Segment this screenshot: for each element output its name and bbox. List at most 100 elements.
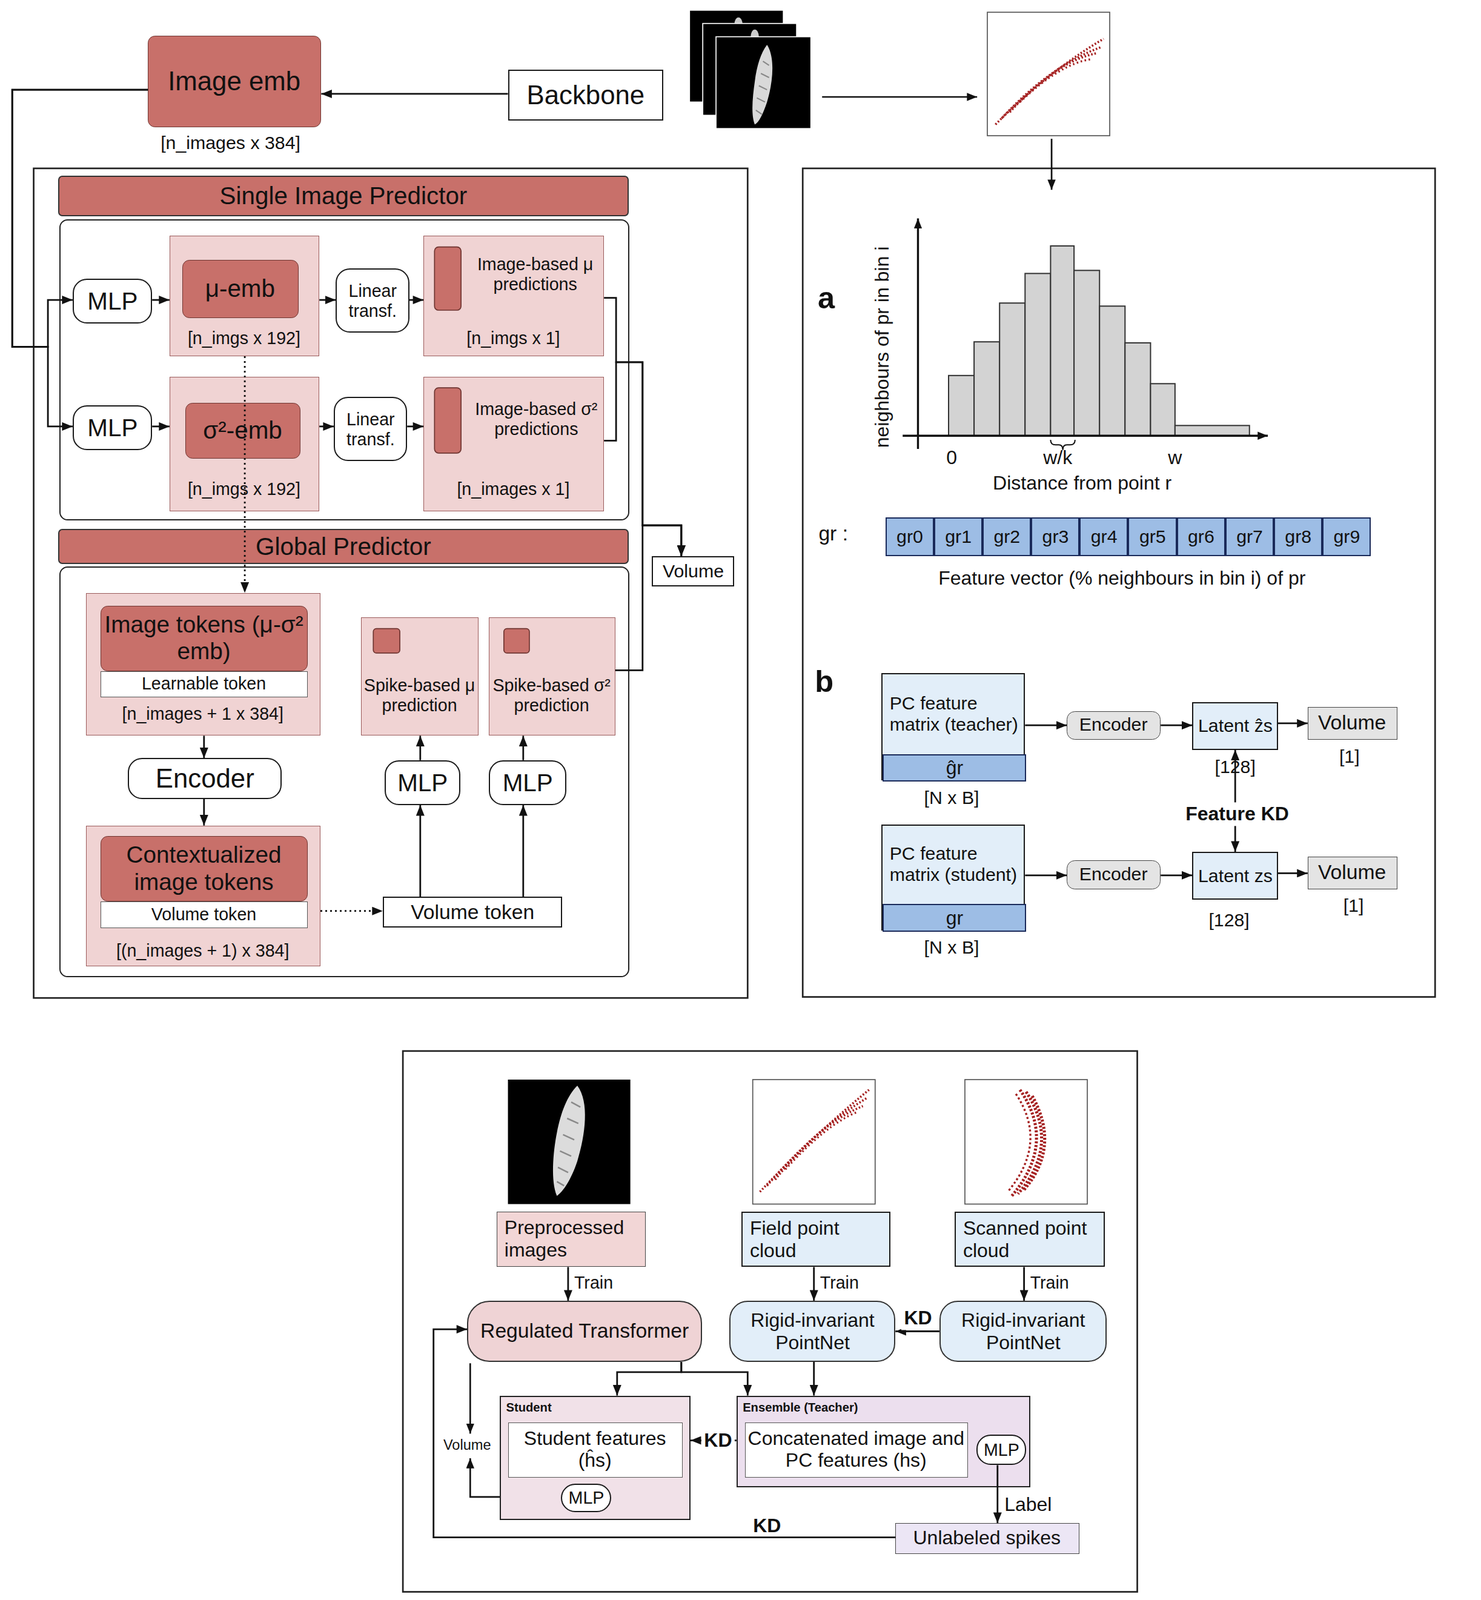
- connector-arrow: [1160, 874, 1193, 876]
- dark-box: Contextualized image tokens: [100, 835, 308, 902]
- node-text: Scanned point cloud: [963, 1212, 1104, 1268]
- node-text: gr1: [934, 517, 983, 557]
- blueband-box: gr: [882, 903, 1027, 932]
- point-cloud-top: [987, 12, 1110, 136]
- round-box: MLP: [976, 1434, 1027, 1466]
- image-frame: [964, 1079, 1088, 1204]
- connector-arrow: [895, 1330, 939, 1332]
- node-text: gr8: [1273, 517, 1323, 557]
- pinkbox-box: Preprocessed images: [496, 1211, 646, 1267]
- blue-box: Latent ẑs: [1192, 702, 1278, 750]
- grey-box: Volume: [1307, 706, 1398, 740]
- hist-bar: [1124, 342, 1151, 436]
- annotation-label: Volume: [443, 1437, 492, 1454]
- node-text: Ensemble (Teacher): [742, 1397, 967, 1419]
- bottom-frame: [402, 1050, 1137, 1592]
- point-band: [1009, 53, 1098, 113]
- point-band: [766, 1097, 867, 1186]
- node-text: [n_imgs x 1]: [422, 322, 604, 354]
- spike-shape: [553, 1085, 586, 1196]
- panel-box: [n_images + 1 x 384] Image tokens (μ-σ² e…: [86, 593, 321, 736]
- node-text: MLP: [561, 1483, 612, 1512]
- node-text: Contextualized image tokens: [100, 835, 308, 902]
- histogram: [902, 218, 1268, 450]
- node-text: Student features (ĥs): [507, 1421, 683, 1477]
- annotation-label: Feature vector (% neighbours in bin i) o…: [938, 567, 1306, 589]
- panel-box: Image-based σ² predictions[n_images x 1]: [423, 376, 604, 512]
- node-text: Field point cloud: [749, 1212, 889, 1268]
- node-text: [n_imgs x 192]: [168, 322, 320, 354]
- blueround-box: Rigid-invariant PointNet: [939, 1300, 1107, 1362]
- node-text: [n_images + 1 x 384]: [85, 698, 320, 730]
- heading-band: Single Image Predictor: [58, 175, 629, 217]
- flow-arrow: [1050, 138, 1053, 190]
- node-text: Linear transf.: [336, 268, 410, 334]
- node-text: Image-based σ² predictions: [468, 390, 606, 448]
- panel-box: [n_imgs x 192] μ-emb: [169, 235, 320, 357]
- volume-arrow: [469, 1362, 472, 1434]
- blueband-box: ĝr: [882, 754, 1027, 782]
- node-text: gr5: [1128, 517, 1177, 557]
- panel-box: Image-based μ predictions[n_imgs x 1]: [423, 235, 604, 357]
- node-text: gr4: [1080, 517, 1129, 557]
- edge-label: KD: [901, 1305, 935, 1330]
- left-frame: [33, 168, 749, 998]
- image-frame: [752, 1079, 876, 1204]
- node-text: Image tokens (μ-σ² emb): [100, 605, 308, 671]
- edge-label: Label: [1004, 1493, 1052, 1515]
- section-box: Single Image PredictorMLP[n_imgs x 192]μ…: [59, 219, 630, 521]
- blue-box: Latent zs: [1192, 851, 1278, 900]
- round-box: Linear transf.: [333, 396, 408, 461]
- blueband-box: gr6: [1176, 517, 1226, 557]
- blueband-box: gr9: [1322, 517, 1371, 557]
- blueband-box: gr8: [1273, 517, 1323, 557]
- blueband-box: gr1: [934, 517, 983, 557]
- hist-bar: [1150, 383, 1175, 436]
- node-text: MLP: [72, 405, 153, 451]
- panel-box: [n_imgs x 192]σ²-emb: [169, 376, 320, 512]
- edge-label: Train: [1030, 1273, 1070, 1293]
- blue-box: Scanned point cloud: [954, 1211, 1105, 1267]
- image-frame: [715, 36, 812, 130]
- panel-box: Spike-based μ prediction: [361, 617, 479, 736]
- node-text: gr3: [1030, 517, 1080, 557]
- spike-image-stack: [689, 10, 811, 129]
- node-text: MLP: [384, 760, 461, 806]
- white1-box: Concatenated image and PC features (hs): [745, 1422, 969, 1478]
- annotation-label: w/k: [1043, 447, 1073, 469]
- node-text: Spike-based μ prediction: [361, 661, 479, 729]
- connector-arrow: [1278, 872, 1308, 875]
- node-text: Latent ẑs: [1192, 702, 1279, 750]
- blueband-box: gr2: [982, 517, 1031, 557]
- connector-arrow: [321, 92, 508, 95]
- round-box: MLP: [488, 760, 567, 806]
- node-text: PC feature matrix (teacher): [889, 677, 1023, 751]
- node-text: gr7: [1225, 517, 1274, 557]
- connector-arrow: [1024, 724, 1067, 727]
- white1-box: Student features (ĥs): [508, 1422, 683, 1478]
- hist-bar: [999, 302, 1025, 436]
- node-text: Rigid-invariant PointNet: [939, 1300, 1107, 1362]
- plain-box: Backbone: [508, 69, 664, 121]
- node-text: μ-emb: [181, 259, 299, 318]
- point-band: [1001, 46, 1102, 119]
- hist-bar: [974, 341, 1000, 436]
- connector-arrow: [1023, 1266, 1025, 1301]
- node-text: Volume token: [382, 897, 563, 928]
- hist-bar: [1024, 273, 1051, 436]
- white1-box: Volume token: [100, 901, 308, 928]
- node-text: Student: [506, 1397, 629, 1419]
- annotation-label: [N x B]: [924, 937, 980, 958]
- node-text: Preprocessed images: [504, 1211, 644, 1267]
- node-text: PC feature matrix (student): [889, 828, 1023, 901]
- blueband-box: gr4: [1079, 517, 1128, 557]
- point-band: [1020, 59, 1092, 103]
- image-frame: [508, 1079, 631, 1204]
- point-band: [1024, 1095, 1045, 1190]
- hist-bar: [1050, 245, 1074, 436]
- connector-arrow: [1160, 724, 1193, 727]
- teacher-box: Ensemble (Teacher) Concatenated image and…: [736, 1395, 1031, 1488]
- annotation-label: w: [1167, 447, 1182, 469]
- node-text: Backbone: [508, 69, 664, 121]
- connector-arrow: [812, 1266, 815, 1301]
